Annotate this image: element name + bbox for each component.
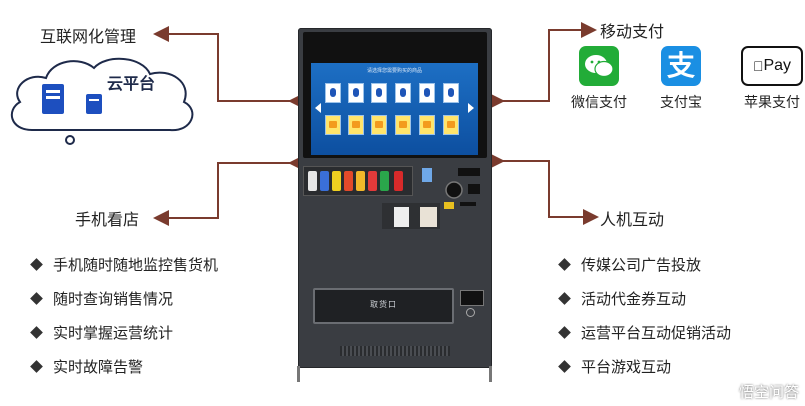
apple-pay-icon:  Pay (741, 46, 803, 86)
arrow-internet-management (153, 26, 304, 109)
next-arrow-icon[interactable] (468, 103, 474, 113)
machine-leg (297, 366, 300, 382)
promo-card (420, 207, 437, 227)
qr-card (394, 207, 409, 227)
arrow-mobile-shop (153, 155, 304, 226)
right-feature-item: 平台游戏互动 (558, 356, 671, 377)
product-can[interactable] (325, 83, 341, 103)
product-display-shelf (303, 166, 413, 196)
arrow-human-machine (489, 153, 599, 225)
machine-leg (489, 366, 492, 382)
product-can[interactable] (348, 83, 364, 103)
left-feature-item: 随时查询销售情况 (30, 288, 173, 309)
human-machine-label: 人机互动 (600, 210, 665, 229)
prev-arrow-icon[interactable] (315, 103, 321, 113)
left-feature-item: 实时掌握运营统计 (30, 322, 173, 343)
alipay-label: 支付宝 (660, 95, 702, 111)
pickup-slot[interactable]: 取货口 (313, 288, 454, 324)
arrow-mobile-payment (489, 22, 597, 109)
alipay-icon: 支 (661, 46, 701, 86)
product-snack[interactable] (395, 115, 411, 135)
wechat-pay-label: 微信支付 (571, 95, 627, 111)
cloud-platform-label: 云平台 (107, 74, 156, 93)
left-feature-item: 实时故障告警 (30, 356, 143, 377)
product-can[interactable] (443, 83, 459, 103)
touch-screen[interactable]: 请选择您需要购买的商品 (311, 63, 478, 155)
product-snack[interactable] (325, 115, 341, 135)
internet-management-label: 互联网化管理 (40, 27, 137, 46)
cloud-icon (10, 57, 194, 145)
right-feature-item: 活动代金券互动 (558, 288, 686, 309)
indicator-light (466, 308, 475, 317)
product-snack[interactable] (348, 115, 364, 135)
payment-panel[interactable] (418, 166, 485, 216)
mobile-payment-label: 移动支付 (600, 22, 665, 41)
product-snack[interactable] (419, 115, 435, 135)
left-feature-item: 手机随时随地监控售货机 (30, 254, 218, 275)
product-can[interactable] (371, 83, 387, 103)
server-icon (42, 84, 102, 114)
product-snack[interactable] (371, 115, 387, 135)
pickup-text: 取货口 (370, 300, 397, 309)
mobile-shop-label: 手机看店 (75, 210, 140, 229)
coin-return-icon[interactable] (460, 290, 484, 306)
vent-grille (340, 346, 450, 356)
apple-pay-label: 苹果支付 (744, 95, 800, 111)
product-snack[interactable] (443, 115, 459, 135)
product-can[interactable] (395, 83, 411, 103)
right-feature-item: 传媒公司广告投放 (558, 254, 701, 275)
right-feature-item: 运营平台互动促销活动 (558, 322, 731, 343)
screen-title: 请选择您需要购买的商品 (366, 68, 422, 74)
product-can[interactable] (419, 83, 435, 103)
wechat-pay-icon (579, 46, 619, 86)
watermark: 悟空问答 (738, 383, 799, 401)
